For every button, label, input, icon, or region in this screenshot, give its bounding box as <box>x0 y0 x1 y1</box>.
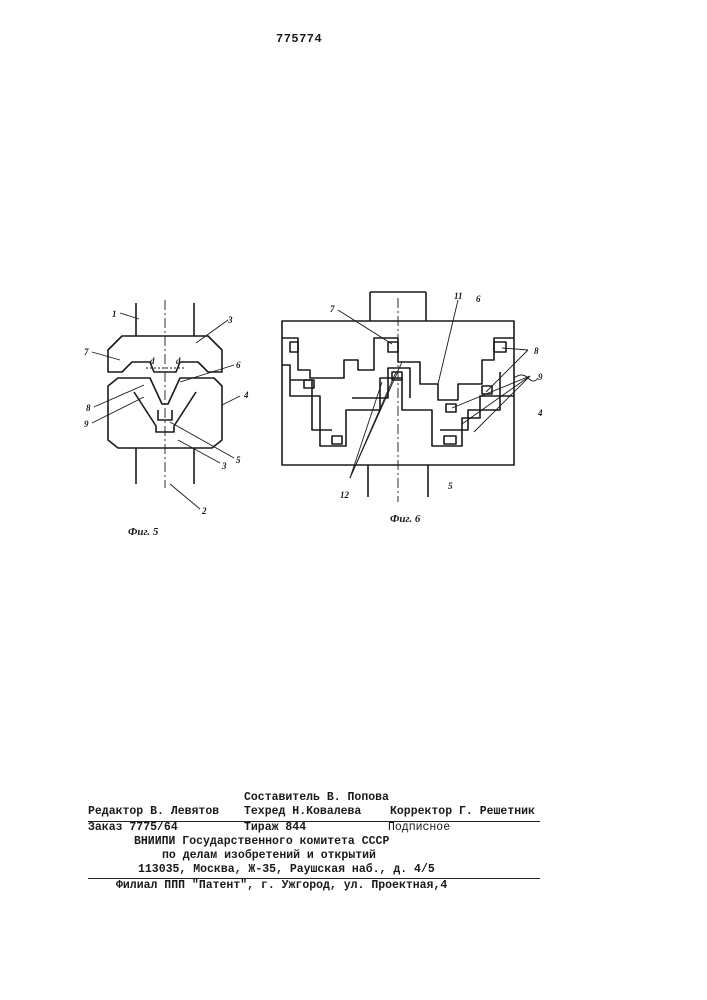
fig6-caption: Фиг. 6 <box>390 513 421 525</box>
org-line-1: ВНИИПИ Государственного комитета СССР <box>134 835 389 848</box>
branch-line: Филиал ППП "Патент", г. Ужгород, ул. Про… <box>116 879 447 892</box>
fig6-label-6: 6 <box>476 294 481 304</box>
fig6-label-5: 5 <box>448 481 453 491</box>
fig6-label-9: 9 <box>538 372 543 382</box>
address-line: 113035, Москва, Ж-35, Раушская наб., д. … <box>138 863 435 876</box>
fig6-label-12: 12 <box>340 490 350 500</box>
fig6-label-8: 8 <box>534 346 539 356</box>
fig6-label-7: 7 <box>330 304 335 314</box>
fig5-label-7: 7 <box>84 347 89 357</box>
circulation-line: Тираж 844 <box>244 821 306 834</box>
figure-6 <box>282 292 538 502</box>
org-line-2: по делам изобретений и открытий <box>162 849 376 862</box>
techred-line: Техред Н.Ковалева <box>244 805 361 818</box>
figure-5 <box>92 300 240 509</box>
fig5-label-1: 1 <box>112 309 117 319</box>
fig5-label-2: 2 <box>201 506 207 516</box>
fig5-dimension-d-left: d <box>150 356 155 366</box>
fig5-label-9: 9 <box>84 419 89 429</box>
fig5-label-4: 4 <box>243 390 249 400</box>
order-line: Заказ 7775/64 <box>88 821 178 834</box>
editor-line: Редактор В. Левятов <box>88 805 219 818</box>
fig5-label-5: 5 <box>236 455 241 465</box>
fig5-caption: Фиг. 5 <box>128 526 159 538</box>
subscription-line: Подписное <box>388 821 450 834</box>
fig5-label-3-bottom: 3 <box>221 461 227 471</box>
fig5-label-3-top: 3 <box>227 315 233 325</box>
fig6-label-4: 4 <box>537 408 543 418</box>
fig5-label-6: 6 <box>236 360 241 370</box>
fig6-label-11: 11 <box>454 291 463 301</box>
fig5-dimension-d-right: d <box>176 356 181 366</box>
compiler-line: Составитель В. Попова <box>244 791 389 804</box>
corrector-line: Корректор Г. Решетник <box>390 805 535 818</box>
fig5-label-8: 8 <box>86 403 91 413</box>
